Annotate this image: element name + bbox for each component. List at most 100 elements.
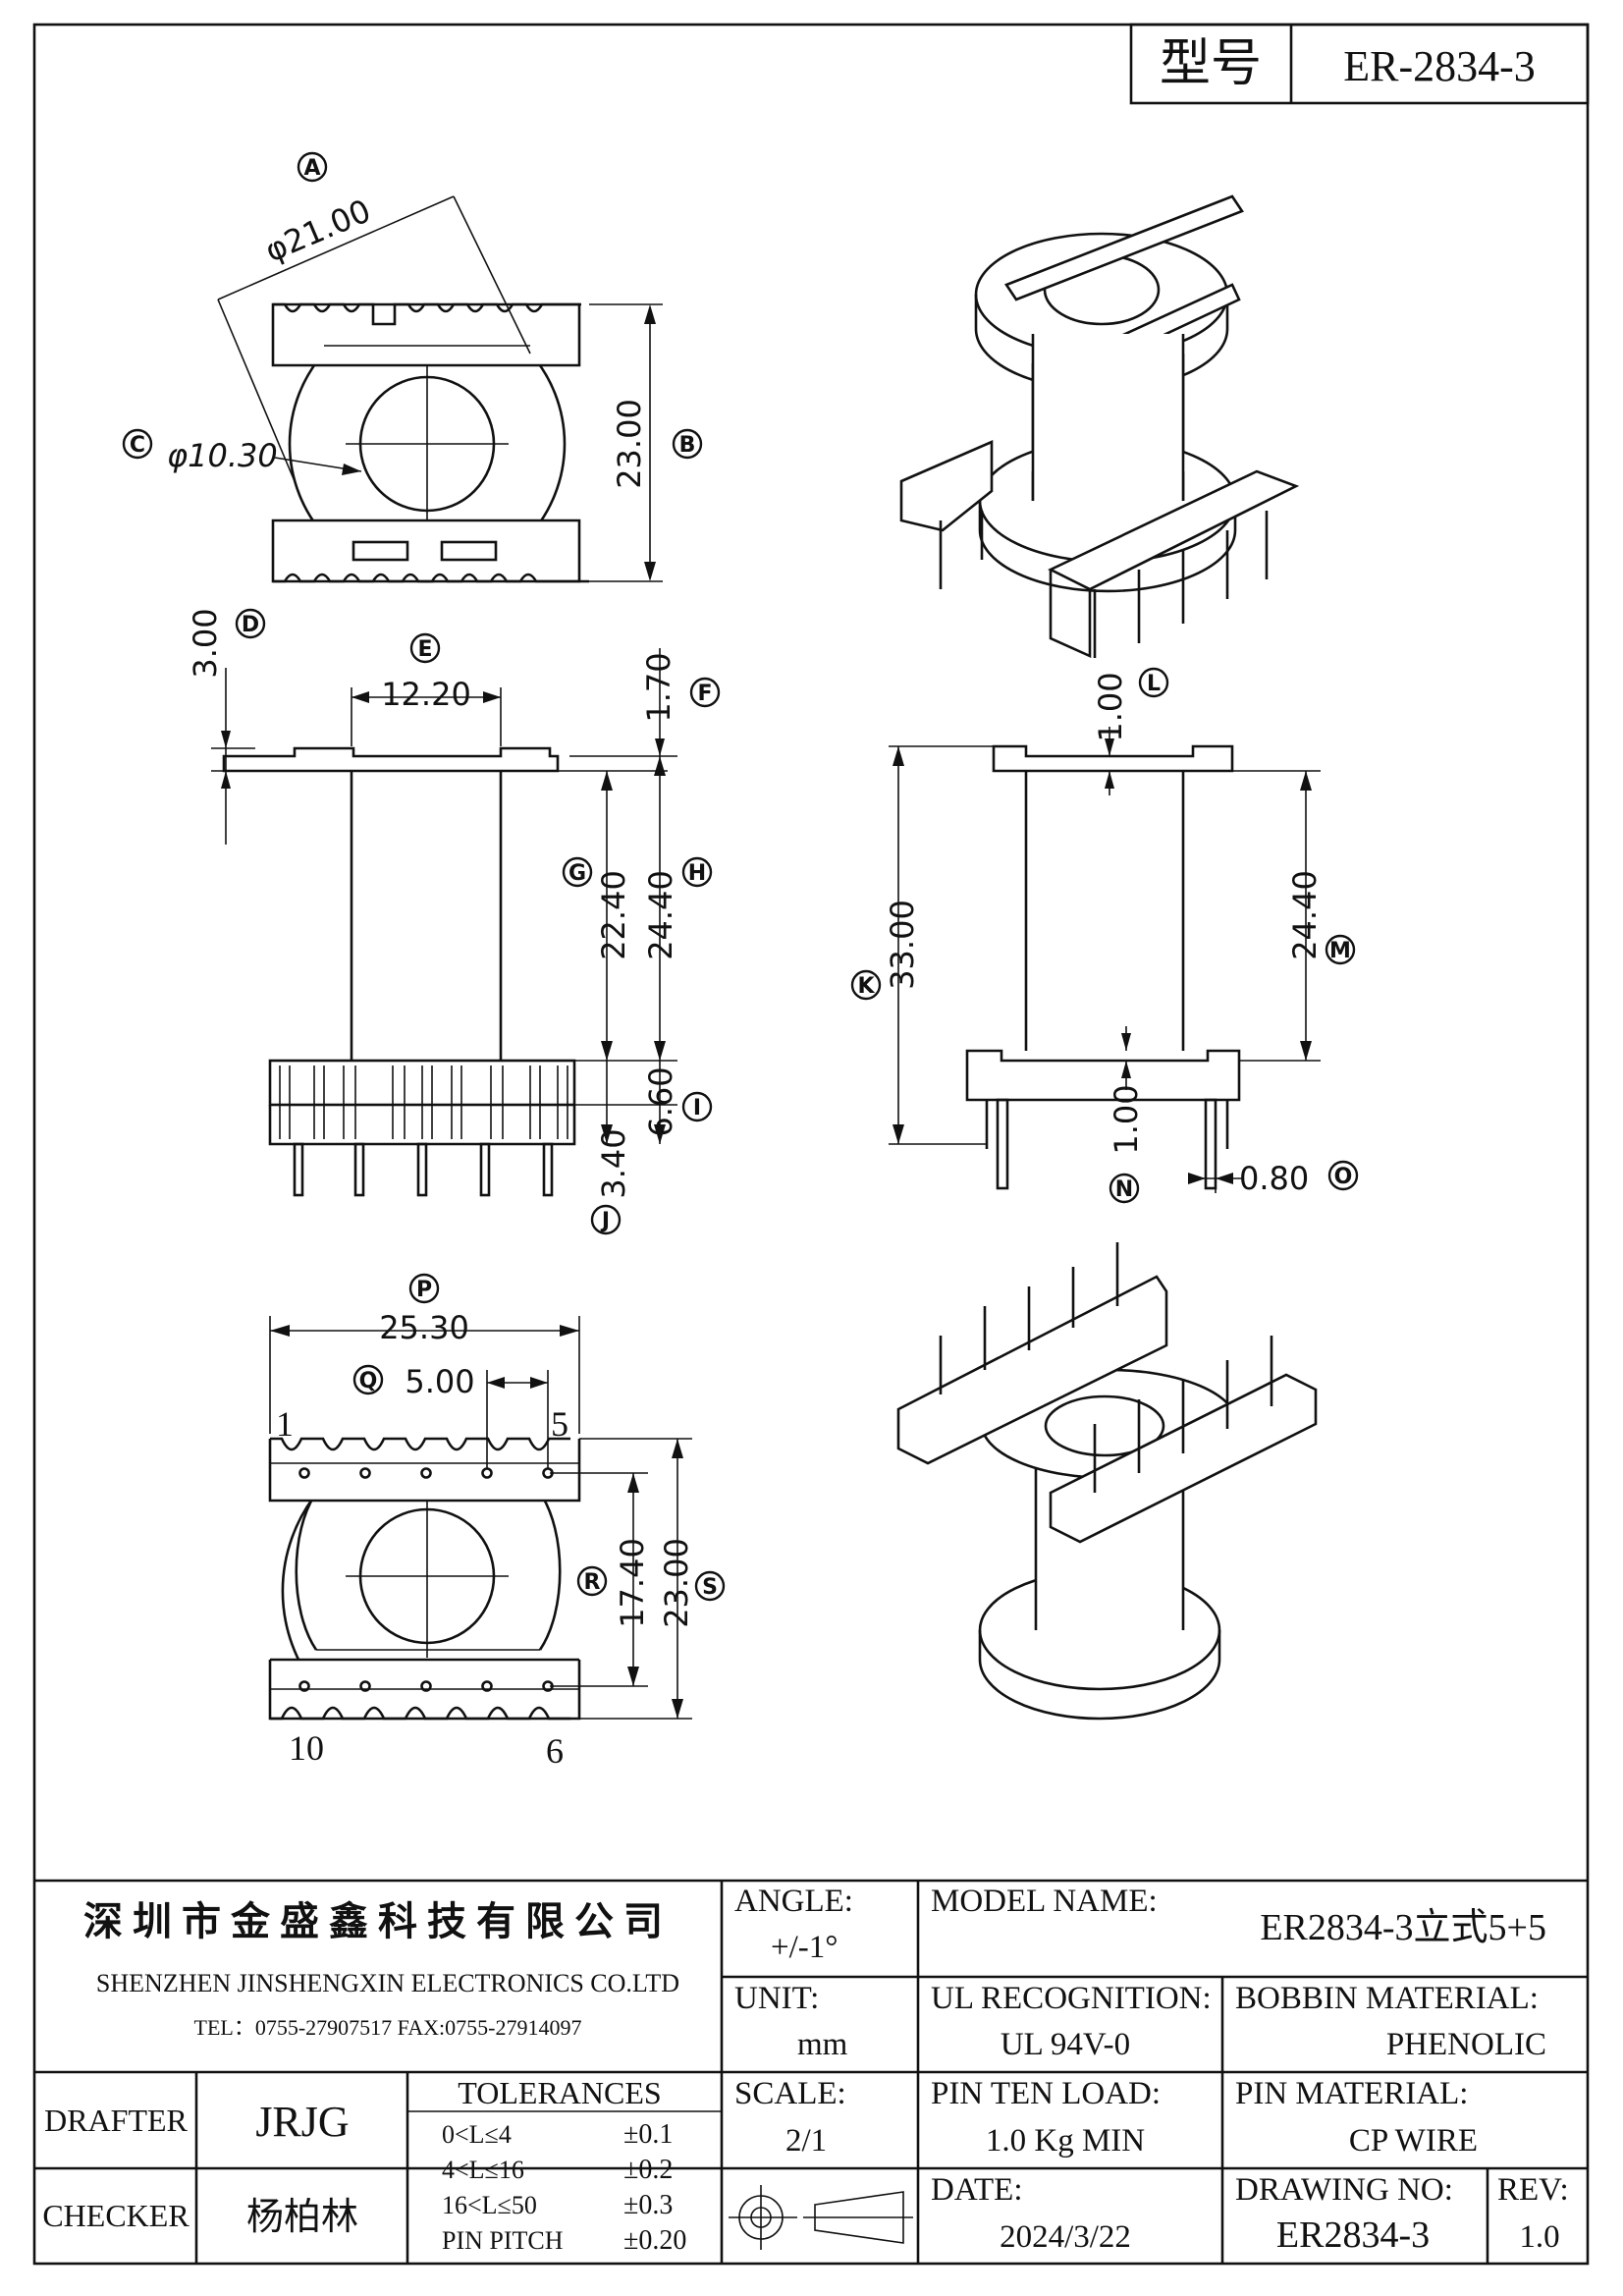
tolerance-value: ±0.1 <box>623 2119 673 2150</box>
balloon-p-letter: P <box>416 1278 432 1302</box>
checker-label: CHECKER <box>42 2198 189 2233</box>
balloon-h: H <box>681 856 713 888</box>
drafter-label: DRAFTER <box>44 2103 188 2138</box>
unit-label: UNIT: <box>734 1981 819 2016</box>
drafter-value: JRJG <box>255 2098 349 2146</box>
balloon-c: C <box>122 428 153 460</box>
pin-5-label: 5 <box>551 1404 568 1444</box>
model-box-value: ER-2834-3 <box>1343 42 1536 90</box>
balloon-j: J <box>590 1204 622 1235</box>
balloon-f-letter: F <box>697 682 712 706</box>
projection-symbol-icon <box>729 2185 913 2250</box>
balloon-e-letter: E <box>417 637 432 662</box>
balloon-m-letter: M <box>1329 939 1351 963</box>
balloon-s-letter: S <box>702 1575 718 1600</box>
company-name-en: SHENZHEN JINSHENGXIN ELECTRONICS CO.LTD <box>96 1969 679 1997</box>
dim-l: 1.00 <box>1092 672 1129 741</box>
tolerance-range: 4<L≤16 <box>442 2156 524 2184</box>
bobbin-label: BOBBIN MATERIAL: <box>1235 1981 1539 2016</box>
tolerance-value: ±0.2 <box>623 2155 673 2185</box>
ul-label: UL RECOGNITION: <box>931 1981 1212 2016</box>
frame-border <box>32 23 1590 2266</box>
balloon-b: B <box>672 428 703 460</box>
balloon-r-letter: R <box>584 1570 601 1595</box>
top-view: 23.00 φ21.00 φ10.30 <box>167 191 663 583</box>
dim-k: 33.00 <box>884 900 921 990</box>
scale-label: SCALE: <box>734 2076 846 2111</box>
rev-label: REV: <box>1497 2172 1569 2208</box>
balloon-l-letter: L <box>1147 672 1161 696</box>
side-view: 33.00 24.40 1.00 1.00 0.80 <box>884 672 1324 1197</box>
dim-inner-dia: φ10.30 <box>167 437 278 474</box>
dim-m: 24.40 <box>1286 870 1324 960</box>
bobbin-value: PHENOLIC <box>1386 2027 1546 2062</box>
balloon-e: E <box>409 632 441 664</box>
dim-q: 5.00 <box>405 1363 474 1400</box>
bottom-view: 1 5 10 6 25.30 5.00 17.40 23.00 <box>268 1309 695 1771</box>
balloon-d: D <box>235 608 266 639</box>
balloon-l: L <box>1138 667 1169 698</box>
pin-material-label: PIN MATERIAL: <box>1235 2076 1468 2111</box>
balloon-o-letter: O <box>1334 1165 1353 1189</box>
drawing-no-value: ER2834-3 <box>1276 2214 1430 2256</box>
balloon-n-letter: N <box>1115 1177 1133 1202</box>
dim-h: 24.40 <box>642 870 679 960</box>
balloon-k: K <box>850 969 882 1001</box>
balloon-d-letter: D <box>242 613 259 637</box>
balloon-b-letter: B <box>679 433 696 458</box>
pin-load-value: 1.0 Kg MIN <box>986 2123 1145 2159</box>
balloons: A C B D E F G H I J K L M N O P Q R S <box>122 151 1359 1602</box>
balloon-q: Q <box>352 1364 384 1395</box>
model-name-value: ER2834-3立式5+5 <box>1260 1907 1546 1948</box>
dim-o: 0.80 <box>1239 1160 1309 1197</box>
ul-value: UL 94V-0 <box>1001 2027 1130 2062</box>
balloon-s: S <box>694 1570 726 1602</box>
balloon-j-letter: J <box>600 1209 610 1233</box>
tolerance-range: PIN PITCH <box>442 2226 564 2255</box>
pin-1-label: 1 <box>276 1404 294 1444</box>
tolerance-value: ±0.3 <box>623 2190 673 2220</box>
company-name-cn: 深圳市金盛鑫科技有限公司 <box>83 1899 673 1944</box>
dim-j: 3.40 <box>595 1128 632 1198</box>
scale-value: 2/1 <box>785 2123 827 2159</box>
dim-r: 17.40 <box>614 1538 651 1628</box>
pin-material-value: CP WIRE <box>1349 2123 1478 2159</box>
dim-f: 1.70 <box>640 652 677 722</box>
model-box-label: 型号 <box>1160 34 1262 93</box>
balloon-m: M <box>1325 934 1356 965</box>
angle-label: ANGLE: <box>734 1884 853 1919</box>
balloon-a: A <box>297 151 328 183</box>
tolerance-range: 16<L≤50 <box>442 2191 537 2219</box>
angle-value: +/-1° <box>771 1930 838 1965</box>
front-view: 12.20 3.00 1.70 22.40 24.40 3.40 6.60 <box>187 608 679 1198</box>
dim-s: 23.00 <box>658 1538 695 1628</box>
tolerances-label: TOLERANCES <box>458 2075 661 2110</box>
tolerance-range: 0<L≤4 <box>442 2120 512 2149</box>
iso-view-top <box>899 194 1300 659</box>
balloon-o: O <box>1327 1160 1359 1191</box>
balloon-h-letter: H <box>688 861 706 886</box>
balloon-r: R <box>576 1565 608 1597</box>
date-label: DATE: <box>931 2172 1023 2208</box>
balloon-p: P <box>408 1273 440 1304</box>
company-contact: TEL：0755-27907517 FAX:0755-27914097 <box>194 2015 582 2040</box>
title-block: 深圳市金盛鑫科技有限公司 SHENZHEN JINSHENGXIN ELECTR… <box>34 1879 1588 2264</box>
dim-i: 6.60 <box>642 1066 679 1136</box>
pin-6-label: 6 <box>546 1731 564 1771</box>
balloon-f: F <box>689 677 721 708</box>
date-value: 2024/3/22 <box>1000 2219 1131 2255</box>
unit-value: mm <box>797 2027 848 2062</box>
tolerance-value: ±0.20 <box>623 2225 686 2256</box>
balloon-i: I <box>681 1091 713 1122</box>
dim-top-height: 23.00 <box>611 399 648 489</box>
balloon-g: G <box>562 856 593 888</box>
balloon-q-letter: Q <box>359 1369 378 1394</box>
model-name-label: MODEL NAME: <box>931 1884 1158 1919</box>
iso-view-bottom <box>896 1242 1318 1721</box>
dim-e: 12.20 <box>381 676 471 713</box>
rev-value: 1.0 <box>1519 2219 1559 2255</box>
balloon-n: N <box>1109 1173 1140 1204</box>
model-box: 型号 ER-2834-3 <box>1129 23 1590 105</box>
drawing-no-label: DRAWING NO: <box>1235 2172 1453 2208</box>
